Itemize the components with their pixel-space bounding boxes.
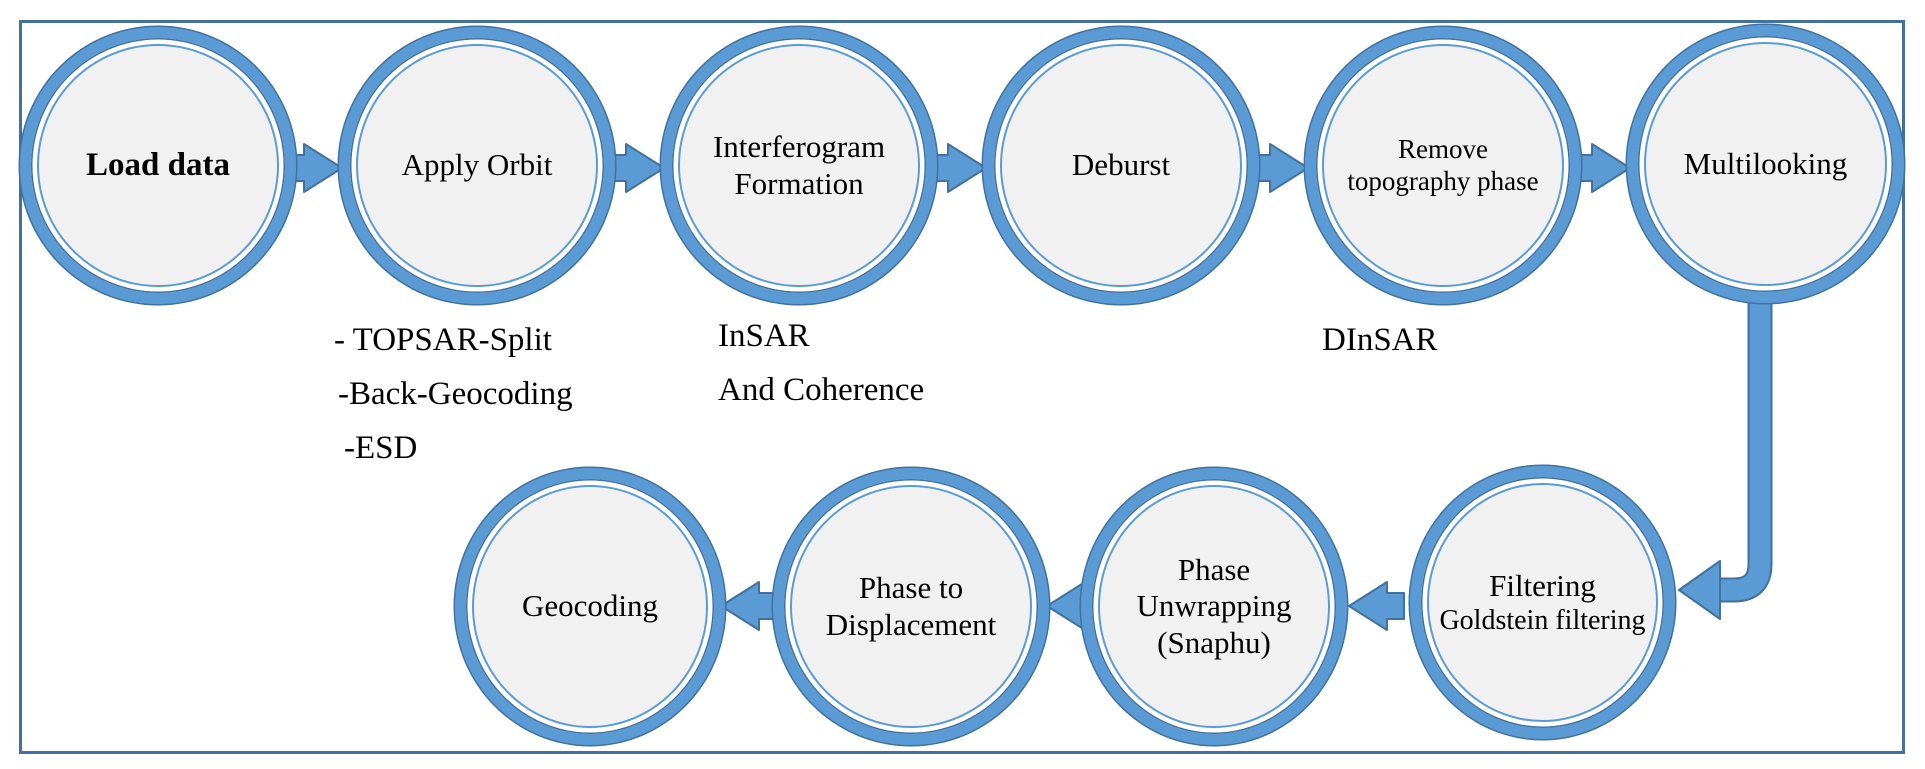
diagram-frame	[19, 20, 1905, 754]
node-filtering-label: Filtering Goldstein filtering	[1439, 567, 1646, 637]
arrow-apply-orbit-to-interferogram	[611, 143, 665, 193]
apply-orbit-annotation: - TOPSAR-Split -Back-Geocoding -ESD	[334, 322, 573, 466]
node-apply-orbit-label: Apply Orbit	[401, 147, 553, 183]
node-phase-to-displacement: Phase to Displacement	[773, 468, 1049, 745]
node-phase-unwrapping-label: Phase Unwrapping (Snaphu)	[1136, 551, 1292, 660]
node-geocoding: Geocoding	[455, 468, 725, 745]
node-remove-topography-phase: Remove topography phase	[1305, 27, 1581, 304]
arrow-remove-topography-to-multilooking	[1577, 143, 1631, 193]
node-interferogram-formation-label: Interferogram Formation	[712, 128, 886, 201]
node-multilooking-label: Multilooking	[1683, 145, 1848, 181]
dinsar-annotation: DInSAR	[1322, 322, 1438, 358]
node-load-data-label: Load data	[86, 147, 230, 184]
node-remove-topography-phase-label: Remove topography phase	[1347, 133, 1539, 196]
arrow-filtering-to-phase-unwrapping	[1348, 581, 1405, 631]
interferogram-annotation: InSAR And Coherence	[718, 318, 925, 408]
arrow-load-data-to-apply-orbit	[289, 143, 343, 193]
node-filtering: Filtering Goldstein filtering	[1410, 466, 1675, 739]
arrow-displacement-to-geocoding	[720, 581, 778, 631]
node-load-data: Load data	[20, 27, 296, 304]
elbow-arrowhead	[1678, 560, 1721, 620]
elbow-multilooking-to-filtering	[1719, 298, 1771, 601]
node-geocoding-label: Geocoding	[521, 588, 659, 624]
node-interferogram-formation: Interferogram Formation	[661, 27, 937, 304]
node-deburst: Deburst	[983, 27, 1259, 304]
node-phase-to-displacement-label: Phase to Displacement	[825, 569, 997, 642]
node-multilooking: Multilooking	[1627, 25, 1904, 303]
node-apply-orbit: Apply Orbit	[339, 27, 615, 304]
arrow-interferogram-to-deburst	[933, 143, 987, 193]
arrow-deburst-to-remove-topography	[1255, 143, 1309, 193]
node-deburst-label: Deburst	[1071, 147, 1171, 183]
node-phase-unwrapping: Phase Unwrapping (Snaphu)	[1081, 468, 1347, 745]
